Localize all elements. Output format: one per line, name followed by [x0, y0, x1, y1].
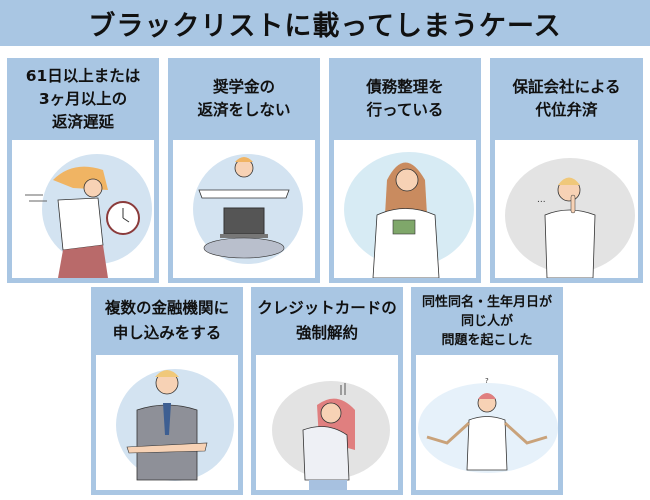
card-label: 奨学金の 返済をしない: [197, 78, 291, 119]
card-scholarship: 奨学金の 返済をしない: [168, 58, 320, 283]
card-label: 複数の金融機関に 申し込みをする: [104, 299, 229, 342]
card-label: 保証会社による 代位弁済: [512, 78, 621, 119]
man-pointing-at-laptop-illustration: [173, 140, 315, 278]
woman-distressed-illustration: [256, 355, 398, 490]
man-shrugging-illustration: ?: [416, 355, 558, 490]
businessman-crossed-arms-illustration: [96, 355, 238, 490]
card-late-repayment: 61日以上または 3ヶ月以上の 返済遅延: [7, 58, 159, 283]
title-band: ブラックリストに載ってしまうケース: [0, 0, 650, 46]
woman-running-with-clock-illustration: [12, 140, 154, 278]
svg-text:...: ...: [537, 195, 546, 205]
card-label: 61日以上または 3ヶ月以上の 返済遅延: [25, 66, 141, 131]
man-shush-icon: ...: [537, 177, 595, 278]
card-label: クレジットカードの 強制解約: [257, 299, 397, 342]
woman-holding-money-illustration: [334, 140, 476, 278]
card-multiple-applications: 複数の金融機関に 申し込みをする: [91, 287, 243, 495]
woman-clock-icon: [25, 166, 140, 278]
man-shrug-icon: ?: [426, 377, 548, 471]
man-shushing-illustration: ...: [495, 140, 638, 278]
man-laptop-icon: [198, 157, 290, 259]
woman-distressed-icon: [302, 383, 355, 490]
card-subrogation: 保証会社による 代位弁済 ...: [490, 58, 643, 283]
svg-text:?: ?: [485, 377, 489, 385]
page-title: ブラックリストに載ってしまうケース: [88, 10, 562, 42]
card-label: 同性同名・生年月日が 同じ人が 問題を起こした: [421, 294, 552, 348]
card-same-name-person: 同性同名・生年月日が 同じ人が 問題を起こした ?: [411, 287, 563, 495]
card-credit-card-cancellation: クレジットカードの 強制解約: [251, 287, 403, 495]
card-debt-consolidation: 債務整理を 行っている: [329, 58, 481, 283]
card-label: 債務整理を 行っている: [366, 78, 444, 119]
woman-money-icon: [372, 162, 440, 278]
businessman-icon: [126, 370, 208, 481]
